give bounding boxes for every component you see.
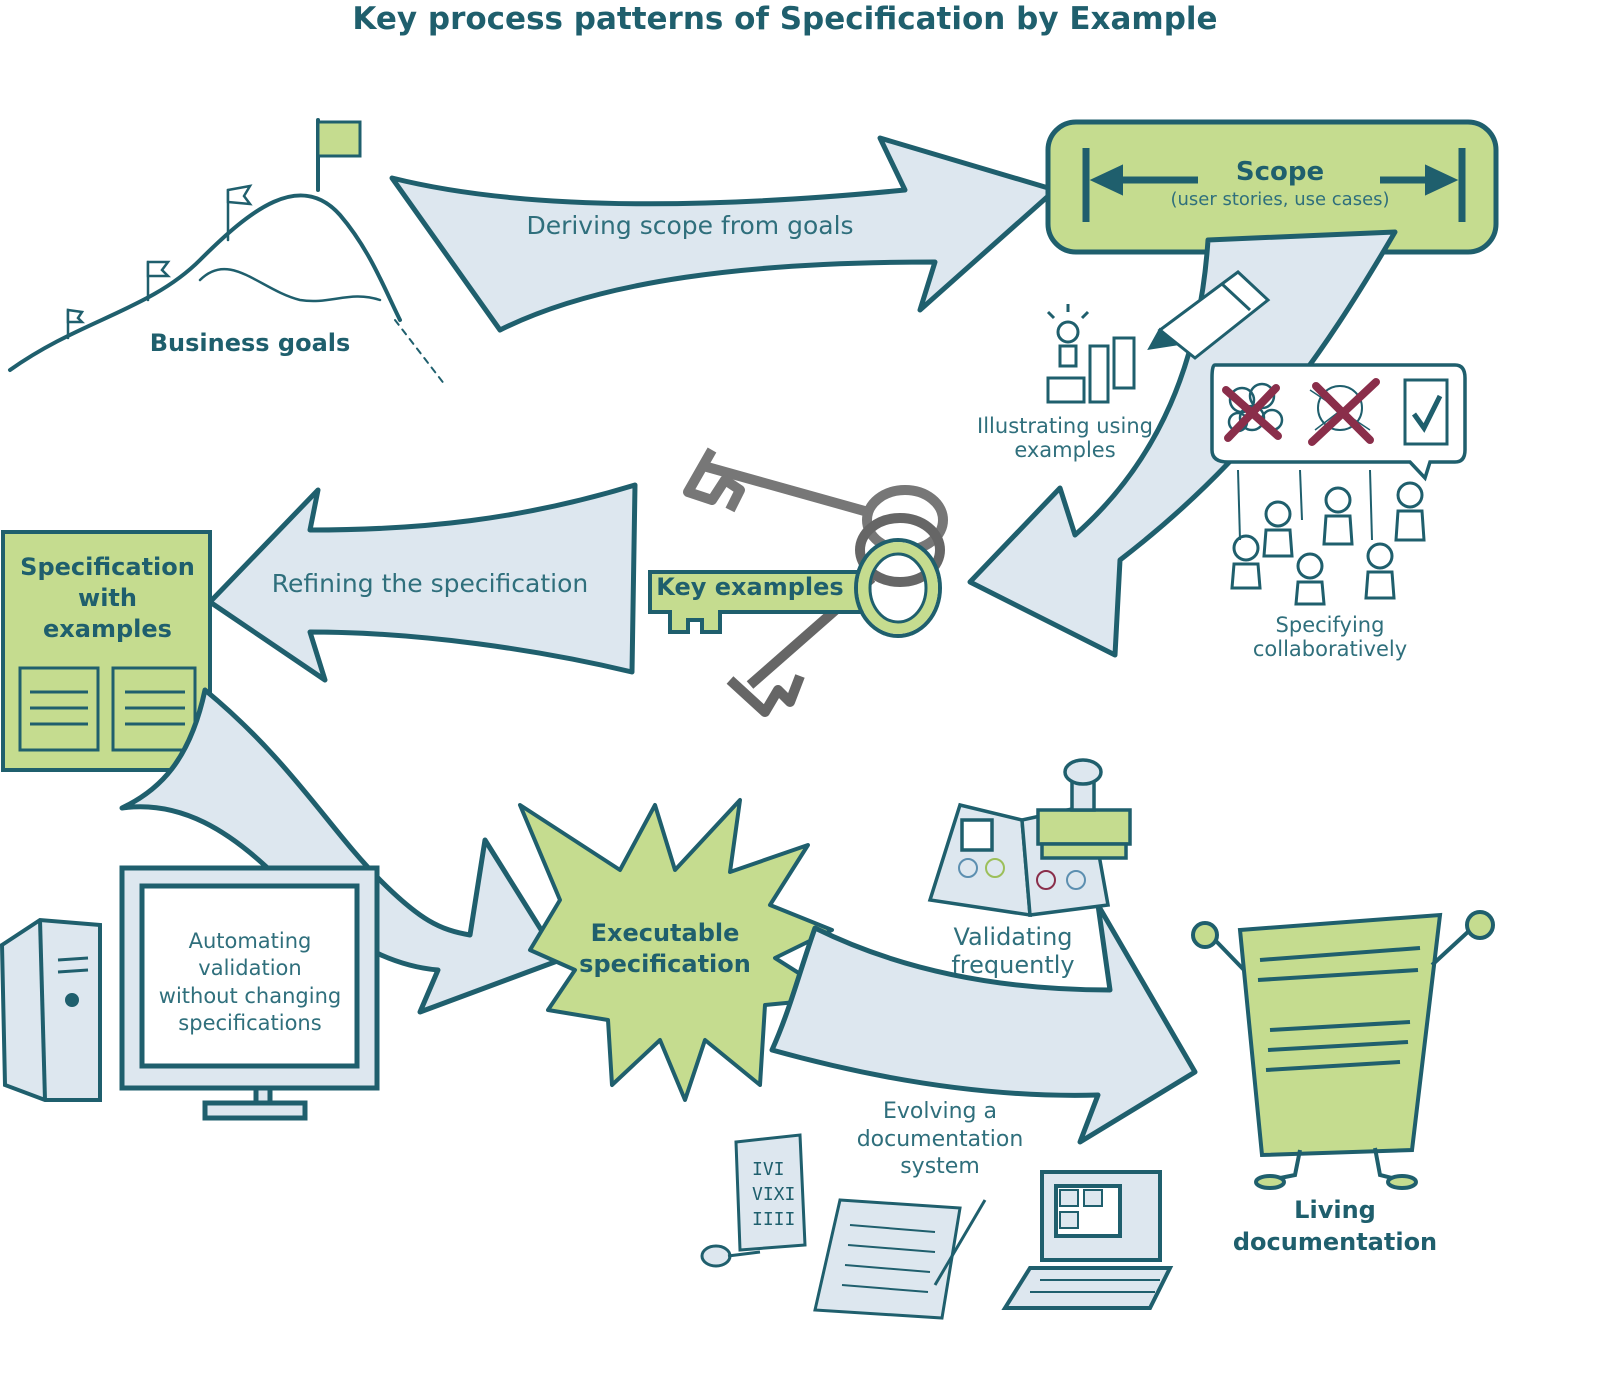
stone-tablet-icon: IVI VIXI IIII: [700, 1133, 807, 1268]
arrow-refining: [207, 482, 638, 683]
label-key-examples: Key examples: [656, 573, 844, 601]
flag-icon: [66, 308, 86, 324]
monitor-icon: [119, 865, 380, 1121]
label-automating: Automating validation without changing s…: [158, 929, 342, 1035]
page-title: Key process patterns of Specification by…: [352, 1, 1218, 37]
svg-text:IVI: IVI: [752, 1159, 785, 1180]
document-pages-icon: [18, 666, 197, 752]
svg-text:IIII: IIII: [752, 1209, 795, 1230]
label-illustrating: Illustrating using examples: [977, 414, 1153, 463]
label-specifying: Specifying collaboratively: [1252, 613, 1408, 662]
label-scope-sub: (user stories, use cases): [1170, 189, 1390, 210]
summit-flag-icon: [316, 120, 362, 158]
label-evolving: Evolving a documentation system: [856, 1099, 1024, 1179]
label-validating: Validating frequently: [951, 923, 1075, 979]
flag-icon: [146, 260, 172, 278]
laptop-icon: [1001, 1170, 1174, 1310]
person-idea-icon: [1046, 304, 1136, 404]
label-executable-spec: Executable specification: [579, 919, 751, 979]
arrow-automating: [119, 687, 563, 1015]
flag-icon: [226, 184, 253, 206]
label-refining: Refining the specification: [271, 569, 589, 598]
label-spec-with-examples: Specification with examples: [20, 553, 195, 644]
arrow-illustrating: [967, 229, 1398, 658]
computer-tower-icon: [0, 917, 102, 1102]
book-stamp-icon: [927, 758, 1132, 918]
living-documentation-character: [1191, 910, 1495, 1190]
label-living-documentation: Living documentation: [1232, 1196, 1438, 1257]
paper-scroll-icon: [813, 1198, 987, 1320]
scope-arrows: [1082, 148, 1466, 222]
arrow-evolving: [769, 902, 1198, 1145]
gray-key-icon: [683, 447, 948, 555]
options-bubble: [1210, 363, 1467, 482]
people-group-icon: [1230, 469, 1426, 606]
label-business-goals: Business goals: [149, 329, 351, 357]
svg-text:VIXI: VIXI: [752, 1184, 795, 1205]
label-deriving-scope: Deriving scope from goals: [526, 211, 854, 240]
key-examples-key: [648, 538, 942, 638]
checkbox-icon: [1403, 378, 1449, 446]
pencil-icon: [1147, 270, 1271, 360]
label-scope: Scope: [1235, 157, 1325, 187]
